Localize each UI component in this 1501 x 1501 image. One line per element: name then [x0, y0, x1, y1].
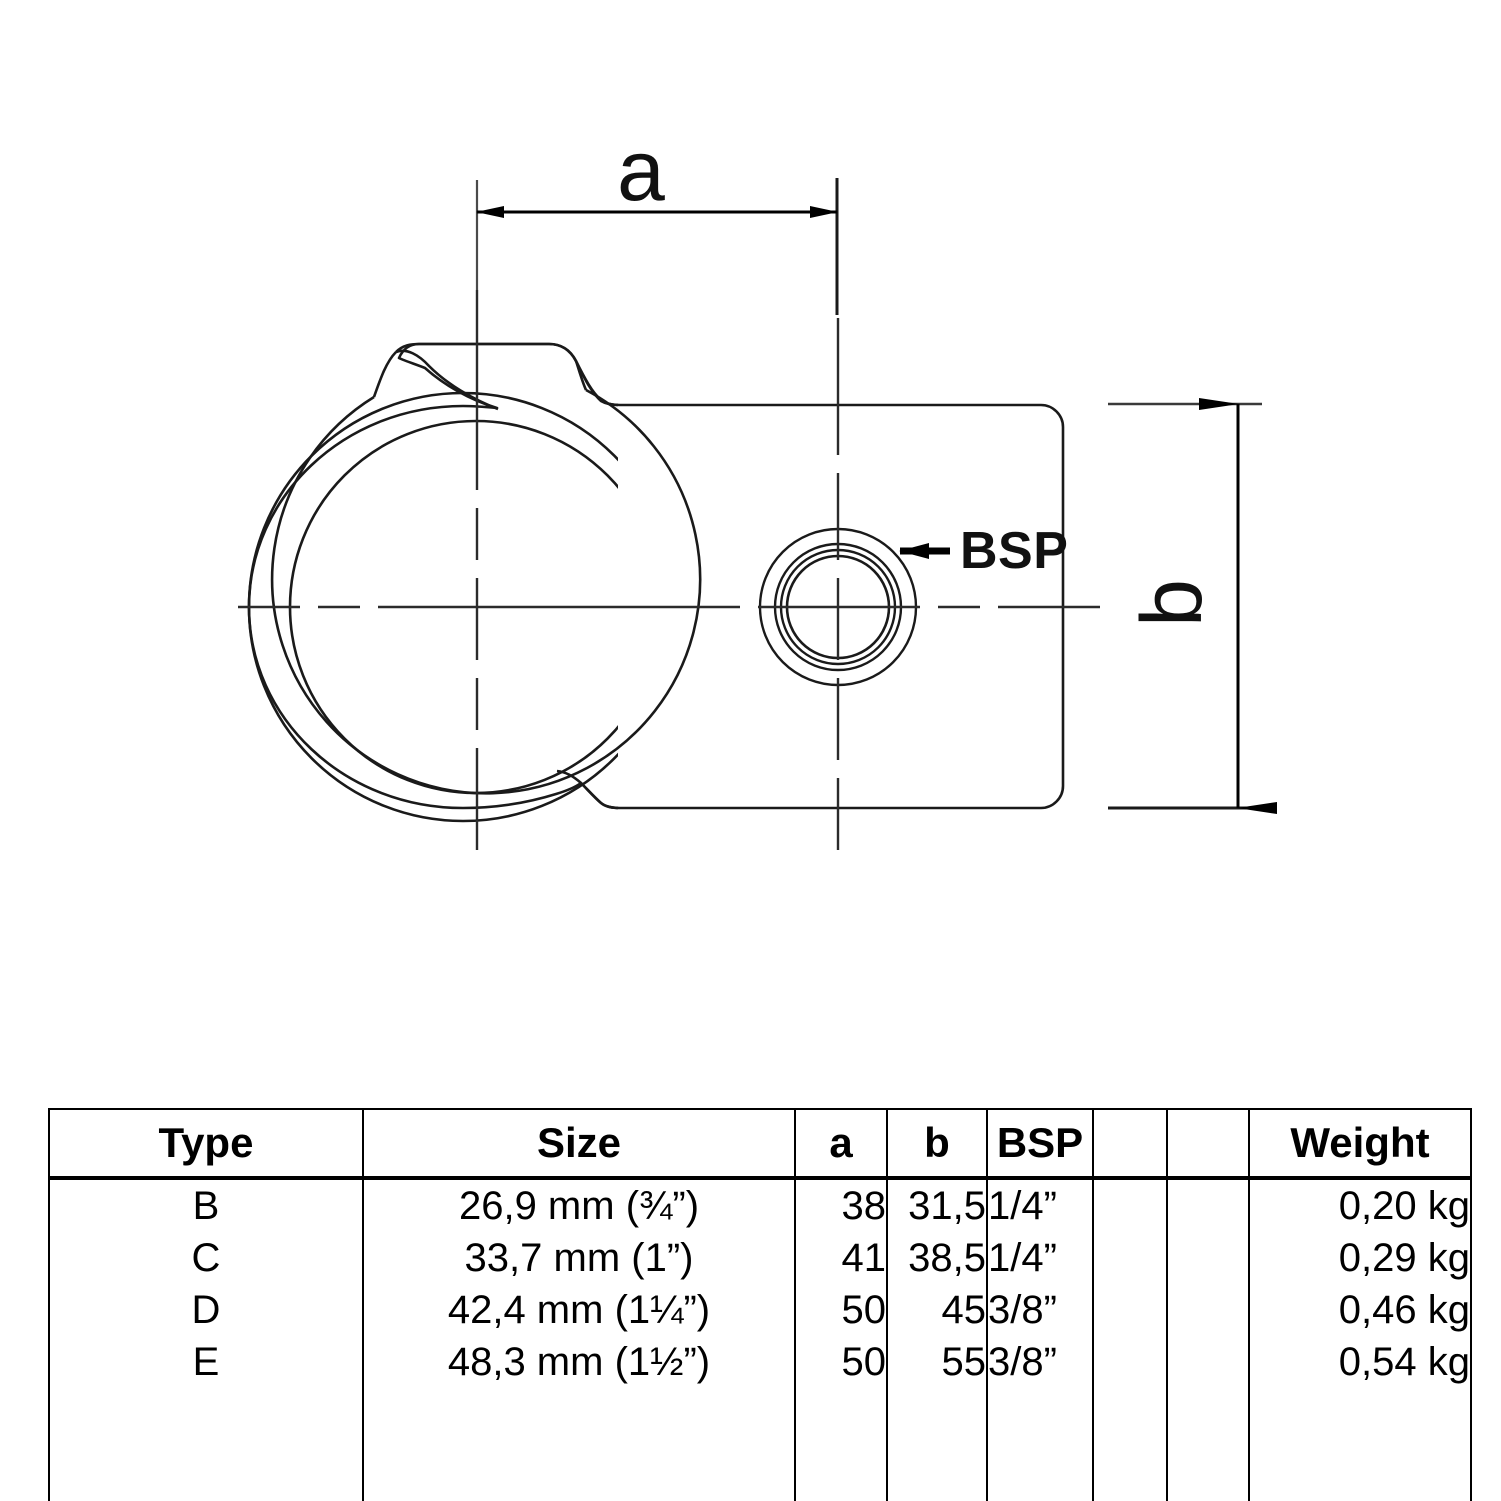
lug-left-skirt: [372, 351, 397, 398]
cell-empty: [48, 1440, 364, 1492]
top-notch: [574, 360, 621, 407]
cell-bsp: 3/8”: [986, 1284, 1094, 1336]
cell-empty: [886, 1492, 988, 1501]
cell-weight: 0,54 kg: [1248, 1336, 1472, 1388]
table-header-row: Type Size a b BSP Weight: [48, 1108, 1472, 1180]
table-row: E 48,3 mm (1½”) 50 55 3/8” 0,54 kg: [48, 1336, 1472, 1388]
cell-empty: [886, 1440, 988, 1492]
cell-empty: [1092, 1388, 1168, 1440]
column-header-type: Type: [48, 1108, 364, 1180]
dimension-b-group: [1108, 398, 1277, 814]
cell-empty: [1166, 1440, 1250, 1492]
cell-bsp: 1/4”: [986, 1178, 1094, 1232]
cell-type: B: [48, 1178, 364, 1232]
lug-right-skirt: [574, 360, 588, 391]
bottom-ridge: [556, 769, 582, 784]
top-lug-profile: [395, 342, 578, 362]
cell-empty: [986, 1492, 1094, 1501]
cell-blank2: [1166, 1284, 1250, 1336]
specification-table: Type Size a b BSP Weight B 26,9 mm (¾”) …: [48, 1108, 1472, 1501]
drawing-area: a b BSP: [238, 123, 1277, 850]
cell-blank1: [1092, 1232, 1168, 1284]
cell-weight: 0,46 kg: [1248, 1284, 1472, 1336]
cell-b: 45: [886, 1284, 988, 1336]
table-empty-row: [48, 1492, 1472, 1501]
cell-size: 42,4 mm (1¼”): [362, 1284, 796, 1336]
column-header-size: Size: [362, 1108, 796, 1180]
cell-blank1: [1092, 1336, 1168, 1388]
fitting-drawing-svg: [238, 178, 1277, 850]
cell-empty: [48, 1492, 364, 1501]
cell-b: 38,5: [886, 1232, 988, 1284]
cell-empty: [794, 1440, 888, 1492]
specification-table-wrapper: Type Size a b BSP Weight B 26,9 mm (¾”) …: [48, 1108, 1472, 1501]
cell-type: D: [48, 1284, 364, 1336]
column-header-blank1: [1092, 1108, 1168, 1180]
cell-a: 41: [794, 1232, 888, 1284]
cell-size: 33,7 mm (1”): [362, 1232, 796, 1284]
cell-empty: [1248, 1492, 1472, 1501]
bsp-annotation-label: BSP: [960, 522, 1069, 580]
table-body: B 26,9 mm (¾”) 38 31,5 1/4” 0,20 kg C 33…: [48, 1178, 1472, 1501]
cell-type: C: [48, 1232, 364, 1284]
cell-empty: [794, 1388, 888, 1440]
cell-size: 48,3 mm (1½”): [362, 1336, 796, 1388]
dimension-label-b: b: [1123, 579, 1220, 627]
cell-a: 50: [794, 1284, 888, 1336]
column-header-bsp: BSP: [986, 1108, 1094, 1180]
cell-size: 26,9 mm (¾”): [362, 1178, 796, 1232]
bottom-notch: [580, 782, 621, 810]
cell-a: 38: [794, 1178, 888, 1232]
cell-empty: [362, 1388, 796, 1440]
cell-blank1: [1092, 1178, 1168, 1232]
cell-empty: [362, 1492, 796, 1501]
cell-blank1: [1092, 1284, 1168, 1336]
table-header: Type Size a b BSP Weight: [48, 1108, 1472, 1180]
cell-a: 50: [794, 1336, 888, 1388]
column-header-weight: Weight: [1248, 1108, 1472, 1180]
column-header-a: a: [794, 1108, 888, 1180]
cell-empty: [1248, 1440, 1472, 1492]
cell-empty: [1166, 1492, 1250, 1501]
cell-empty: [986, 1388, 1094, 1440]
cell-empty: [1166, 1388, 1250, 1440]
cell-empty: [1248, 1388, 1472, 1440]
dimension-a-group: [475, 178, 839, 315]
column-header-b: b: [886, 1108, 988, 1180]
cell-bsp: 1/4”: [986, 1232, 1094, 1284]
cell-type: E: [48, 1336, 364, 1388]
clamp-outer-arc: [270, 388, 702, 795]
cell-empty: [794, 1492, 888, 1501]
table-empty-row: [48, 1388, 1472, 1440]
table-row: C 33,7 mm (1”) 41 38,5 1/4” 0,29 kg: [48, 1232, 1472, 1284]
centerlines-group: [238, 290, 1100, 850]
column-header-blank2: [1166, 1108, 1250, 1180]
cell-b: 31,5: [886, 1178, 988, 1232]
cell-empty: [986, 1440, 1094, 1492]
cell-blank2: [1166, 1336, 1250, 1388]
cell-empty: [48, 1388, 364, 1440]
cell-empty: [1092, 1492, 1168, 1501]
cell-weight: 0,29 kg: [1248, 1232, 1472, 1284]
cell-empty: [1092, 1440, 1168, 1492]
table-row: B 26,9 mm (¾”) 38 31,5 1/4” 0,20 kg: [48, 1178, 1472, 1232]
cell-blank2: [1166, 1178, 1250, 1232]
table-row: D 42,4 mm (1¼”) 50 45 3/8” 0,46 kg: [48, 1284, 1472, 1336]
cell-empty: [362, 1440, 796, 1492]
dimension-label-a: a: [617, 123, 665, 219]
cell-weight: 0,20 kg: [1248, 1178, 1472, 1232]
table-empty-row: [48, 1440, 1472, 1492]
cell-empty: [886, 1388, 988, 1440]
cell-bsp: 3/8”: [986, 1336, 1094, 1388]
cell-blank2: [1166, 1232, 1250, 1284]
fitting-outline-group: [247, 342, 1070, 823]
cell-b: 55: [886, 1336, 988, 1388]
